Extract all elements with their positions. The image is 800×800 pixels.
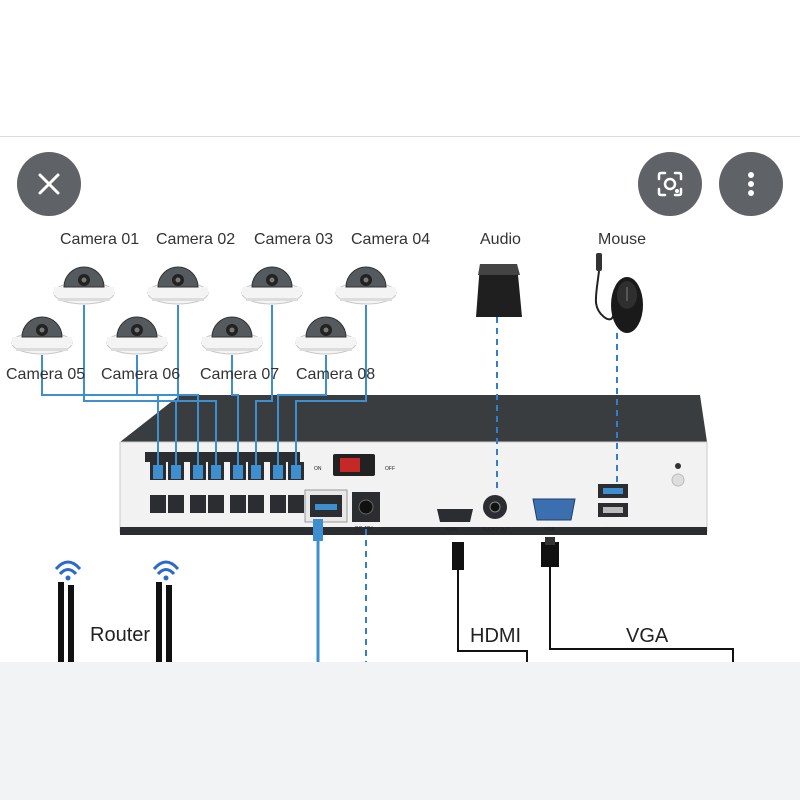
wifi-icon (54, 560, 82, 581)
hdmi-cable: HDMI (452, 542, 528, 662)
camera-07-label: Camera 07 (200, 366, 279, 383)
rj45-plug (291, 465, 301, 479)
vga-cable: VGA (541, 537, 734, 662)
camera-07 (201, 316, 263, 355)
rj45-plug (233, 465, 243, 479)
lens-search-icon (657, 171, 683, 197)
camera-01 (53, 266, 115, 305)
camera-cable (295, 305, 367, 472)
bottom-bar (0, 662, 800, 800)
camera-cable (231, 355, 239, 472)
usb-ports: ⇔ (598, 484, 628, 531)
poe-port (288, 495, 304, 513)
camera-05 (11, 316, 73, 355)
camera-cable (255, 305, 273, 472)
poe-port (230, 495, 246, 513)
mouse: Mouse (594, 231, 646, 482)
wifi-icon (152, 560, 180, 581)
hdmi-port: HDMI (437, 509, 473, 533)
vga-port-label: VGA (544, 527, 555, 533)
audio-out-port: AUDIO OUT (482, 495, 510, 533)
more-vertical-icon (748, 172, 754, 196)
usb-label: ⇔ (604, 525, 609, 531)
nvr-top-panel (120, 395, 707, 442)
camera-cable (136, 355, 199, 472)
router-label: Router (90, 624, 150, 646)
rj45-plug (211, 465, 221, 479)
camera-02-label: Camera 02 (156, 231, 235, 248)
poe-port (150, 495, 166, 513)
hdmi-label: HDMI (470, 625, 521, 647)
camera-01-label: Camera 01 (60, 231, 139, 248)
close-icon (38, 173, 60, 195)
rj45-plug (193, 465, 203, 479)
camera-cable (177, 305, 217, 472)
camera-06-label: Camera 06 (101, 366, 180, 383)
nvr-recorder: ON OFF DC 48V HDMI (119, 395, 708, 535)
router: Router (54, 560, 180, 662)
camera-06 (106, 316, 168, 355)
camera-cables (41, 305, 367, 479)
camera-08-label: Camera 08 (296, 366, 375, 383)
top-bar (0, 0, 800, 137)
power-switch[interactable]: ON OFF (314, 454, 395, 476)
rj45-plug (251, 465, 261, 479)
poe-port (168, 495, 184, 513)
camera-04 (335, 266, 397, 305)
vga-port: VGA (532, 498, 576, 533)
camera-08 (295, 316, 357, 355)
lan-port (304, 489, 348, 523)
rj45-plug (171, 465, 181, 479)
on-label: ON (314, 466, 322, 472)
nvr-connection-diagram: ON OFF DC 48V HDMI (6, 231, 734, 662)
hdmi-port-label: HDMI (445, 527, 458, 533)
camera-04-label: Camera 04 (351, 231, 430, 248)
poe-port (190, 495, 206, 513)
rj45-plug (153, 465, 163, 479)
poe-port (248, 495, 264, 513)
dc-power-port: DC 48V (352, 492, 380, 532)
audio-label: Audio (480, 231, 521, 248)
camera-cable (277, 355, 327, 472)
vga-label: VGA (626, 625, 669, 647)
off-label: OFF (385, 466, 395, 472)
more-options-button[interactable] (719, 152, 783, 216)
rj45-plug (273, 465, 283, 479)
camera-02 (147, 266, 209, 305)
dc-label: DC 48V (355, 526, 373, 532)
image-viewer: ON OFF DC 48V HDMI (0, 137, 800, 662)
mouse-label: Mouse (598, 231, 646, 248)
camera-03-label: Camera 03 (254, 231, 333, 248)
lens-search-button[interactable] (638, 152, 702, 216)
camera-05-label: Camera 05 (6, 366, 85, 383)
poe-port (208, 495, 224, 513)
camera-cable (41, 355, 159, 472)
audio-out-label: AUDIO OUT (482, 527, 510, 533)
close-button[interactable] (17, 152, 81, 216)
camera-03 (241, 266, 303, 305)
poe-port (270, 495, 286, 513)
audio-speaker: Audio (476, 231, 522, 489)
camera-group (11, 266, 397, 355)
camera-cable (83, 305, 177, 472)
lan-cable (313, 519, 323, 662)
